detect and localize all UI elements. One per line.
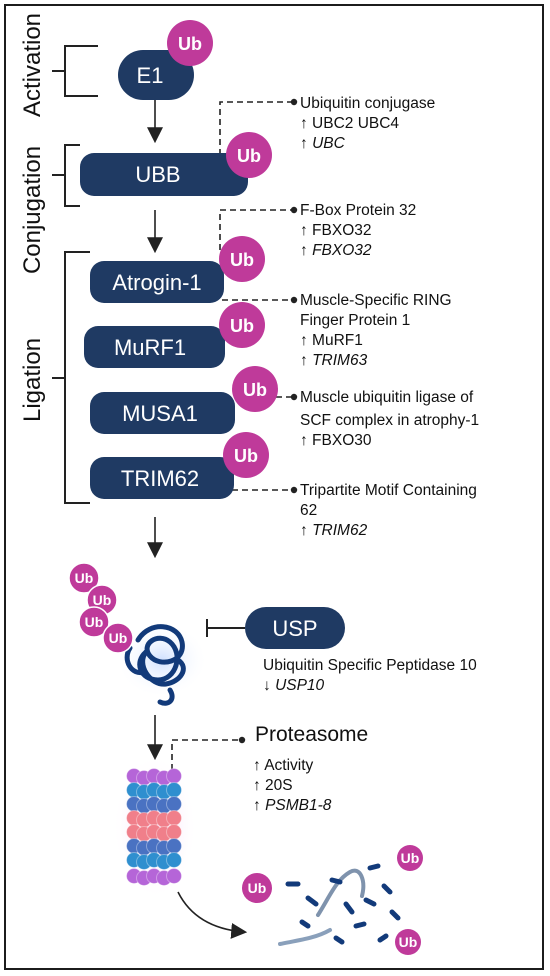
- musa1-label: MUSA1: [122, 401, 198, 426]
- svg-text:Ub: Ub: [109, 630, 128, 646]
- flow-arrows: [147, 98, 248, 939]
- svg-text:Proteasome: Proteasome: [255, 723, 368, 746]
- svg-text:↑ Activity: ↑ Activity: [253, 757, 314, 774]
- enzyme-murf1: MuRF1: [84, 326, 225, 368]
- stage-ligation: Ligation: [19, 338, 46, 422]
- svg-text:Ub: Ub: [75, 570, 94, 586]
- trim62-label: TRIM62: [121, 466, 199, 491]
- annotation-trim: Tripartite Motif Containing 62 ↑ TRIM62: [300, 482, 477, 539]
- stage-activation: Activation: [19, 13, 46, 117]
- bracket-ligation: [52, 251, 90, 504]
- svg-text:↑ UBC2 UBC4: ↑ UBC2 UBC4: [300, 115, 399, 132]
- released-ub: Ub Ub Ub: [242, 845, 423, 955]
- ub-chain-4: Ub: [102, 622, 134, 654]
- enzyme-ubb: UBB: [80, 153, 248, 196]
- svg-text:62: 62: [300, 502, 317, 519]
- usp-label: USP: [272, 616, 317, 641]
- ub-chain: Ub Ub Ub Ub: [68, 562, 134, 654]
- enzyme-atrogin-1: Atrogin-1: [90, 261, 224, 303]
- svg-text:Ub: Ub: [399, 934, 418, 950]
- ub-chain-1: Ub: [68, 562, 100, 594]
- ubb-label: UBB: [135, 162, 180, 187]
- bracket-conjugation: [52, 144, 80, 207]
- svg-text:↓ USP10: ↓ USP10: [263, 677, 325, 694]
- ub-badge-e1: Ub: [167, 20, 213, 66]
- ub-chain-3: Ub: [78, 606, 110, 638]
- annotation-usp10: Ubiquitin Specific Peptidase 10 ↓ USP10: [263, 657, 477, 694]
- svg-text:Ub: Ub: [248, 880, 267, 896]
- svg-text:Muscle ubiquitin ligase of: Muscle ubiquitin ligase of: [300, 389, 474, 406]
- svg-text:↑ MuRF1: ↑ MuRF1: [300, 332, 363, 349]
- released-ub-3: Ub: [395, 929, 421, 955]
- svg-text:Ub: Ub: [243, 380, 267, 400]
- released-ub-1: Ub: [242, 873, 272, 903]
- svg-text:Ubiquitin Specific Peptidase 1: Ubiquitin Specific Peptidase 10: [263, 657, 477, 674]
- svg-text:↑ TRIM62: ↑ TRIM62: [300, 522, 368, 539]
- ub-badge-atrogin-1: Ub: [219, 236, 265, 282]
- ub-badge-murf1: Ub: [219, 302, 265, 348]
- enzyme-musa1: MUSA1: [90, 392, 235, 434]
- enzyme-trim62: TRIM62: [90, 457, 234, 499]
- annotation-murf: Muscle-Specific RING Finger Protein 1 ↑ …: [300, 292, 452, 369]
- svg-text:Ub: Ub: [234, 446, 258, 466]
- annotation-fbox: F-Box Protein 32 ↑ FBXO32 ↑ FBXO32: [300, 202, 416, 259]
- svg-text:Tripartite Motif Containing: Tripartite Motif Containing: [300, 482, 477, 499]
- figure-frame: [4, 4, 544, 970]
- ub-badge-trim62: Ub: [223, 432, 269, 478]
- svg-text:SCF complex in atrophy-1: SCF complex in atrophy-1: [300, 412, 479, 429]
- svg-text:F-Box Protein 32: F-Box Protein 32: [300, 202, 416, 219]
- inhibition-line: [206, 619, 245, 637]
- svg-text:↑ UBC: ↑ UBC: [300, 135, 346, 152]
- svg-text:Ubiquitin conjugase: Ubiquitin conjugase: [300, 95, 435, 112]
- svg-text:Ub: Ub: [237, 146, 261, 166]
- murf1-label: MuRF1: [114, 335, 186, 360]
- svg-text:Ub: Ub: [230, 250, 254, 270]
- stage-conjugation: Conjugation: [19, 146, 46, 274]
- e1-label: E1: [137, 63, 164, 88]
- enzyme-e1: E1: [118, 50, 194, 100]
- svg-text:↑ FBXO32: ↑ FBXO32: [300, 242, 372, 259]
- svg-text:Ub: Ub: [401, 850, 420, 866]
- svg-text:↑ TRIM63: ↑ TRIM63: [300, 352, 368, 369]
- ub-badge-musa1: Ub: [232, 366, 278, 412]
- svg-text:↑ FBXO32: ↑ FBXO32: [300, 222, 372, 239]
- leader-dots: [238, 98, 298, 744]
- annotation-proteasome: Proteasome ↑ Activity ↑ 20S ↑ PSMB1-8: [253, 723, 368, 814]
- svg-text:Ub: Ub: [230, 316, 254, 336]
- svg-text:↑ PSMB1-8: ↑ PSMB1-8: [253, 797, 332, 814]
- svg-text:Ub: Ub: [85, 614, 104, 630]
- svg-text:↑ FBXO30: ↑ FBXO30: [300, 432, 372, 449]
- svg-text:Ub: Ub: [178, 34, 202, 54]
- leader-lines: [171, 101, 293, 790]
- svg-text:Finger Protein 1: Finger Protein 1: [300, 312, 410, 329]
- tangled-protein-icon: [124, 624, 186, 706]
- peptide-fragments: [278, 863, 401, 946]
- svg-text:↑ 20S: ↑ 20S: [253, 777, 293, 794]
- released-ub-2: Ub: [397, 845, 423, 871]
- annotation-conjugase: Ubiquitin conjugase ↑ UBC2 UBC4 ↑ UBC: [300, 95, 435, 152]
- svg-text:Muscle-Specific RING: Muscle-Specific RING: [300, 292, 452, 309]
- enzyme-usp: USP: [245, 607, 345, 649]
- atrogin-1-label: Atrogin-1: [112, 270, 201, 295]
- annotation-musa: Muscle ubiquitin ligase of SCF complex i…: [300, 389, 479, 449]
- proteasome-icon: [126, 768, 182, 886]
- bracket-activation: [52, 45, 98, 97]
- svg-text:Ub: Ub: [93, 592, 112, 608]
- ub-badge-ubb: Ub: [226, 132, 272, 178]
